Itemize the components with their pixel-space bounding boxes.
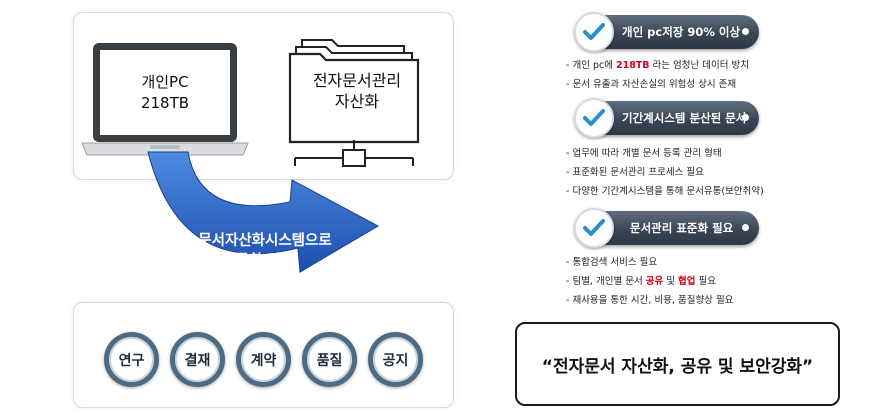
bullet-item: - 표준화된 문서관리 프로세스 필요	[566, 167, 704, 178]
section-2-bullets: - 업무에 따라 개별 문서 등록 관리 형태 - 표준화된 문서관리 프로세스…	[566, 144, 764, 201]
section-3-bullets: - 통합검색 서비스 필요 - 팀별, 개인별 문서 공유 및 협업 필요 - …	[566, 253, 733, 310]
arrow-label: 문서자산화시스템으로 통합 관리	[170, 231, 360, 271]
arrow-line1: 문서자산화시스템으로	[198, 233, 332, 249]
bullet-dot-icon	[742, 28, 749, 35]
section-1-pill: 개인 pc저장 90% 이상	[574, 12, 759, 52]
bullet-item: - 통합검색 서비스 필요	[566, 257, 658, 268]
bullet-item: - 재사용을 통한 시간, 비용, 품질향상 필요	[566, 295, 734, 306]
folder-label: 전자문서관리 자산화	[296, 70, 418, 112]
folder-line1: 전자문서관리	[312, 71, 402, 90]
curved-arrow-icon	[147, 151, 380, 273]
bullet-dot-icon	[742, 224, 749, 231]
folder-stack-icon	[288, 39, 420, 144]
bullet-item: - 업무에 따라 개별 문서 등록 관리 형태	[566, 148, 722, 159]
section-3-pill: 문서관리 표준화 필요	[574, 208, 759, 248]
bullet-dot-icon	[742, 114, 749, 121]
bullet-item: - 개인 pc에 218TB 라는 엄청난 데이터 방치	[566, 60, 750, 71]
arrow-line2: 통합 관리	[235, 253, 295, 269]
laptop-line1: 개인PC	[141, 73, 189, 91]
section-1-bullets: - 개인 pc에 218TB 라는 엄청난 데이터 방치 - 문서 유출과 자산…	[566, 56, 749, 94]
category-contract: 계약	[236, 332, 291, 387]
network-icon	[294, 140, 414, 167]
section-1-title: 개인 pc저장 90% 이상	[622, 25, 741, 39]
category-quality: 품질	[302, 332, 357, 387]
check-icon	[574, 98, 614, 138]
check-icon	[574, 208, 614, 248]
bullet-item: - 팀별, 개인별 문서 공유 및 협업 필요	[566, 276, 716, 287]
category-research: 연구	[104, 332, 159, 387]
folder-line2: 자산화	[334, 92, 380, 111]
category-approval: 결재	[170, 332, 225, 387]
laptop-line2: 218TB	[140, 94, 190, 112]
laptop-label: 개인PC 218TB	[100, 72, 230, 114]
laptop-icon	[81, 43, 249, 156]
bullet-item: - 다양한 기간계시스템을 통해 문서유통(보안취약)	[566, 186, 764, 197]
category-notice: 공지	[368, 332, 423, 387]
bullet-item: - 문서 유출과 자산손실의 위험성 상시 존재	[566, 79, 737, 90]
summary-quote-box: “전자문서 자산화, 공유 및 보안강화”	[515, 322, 840, 406]
check-icon	[574, 12, 614, 52]
section-2-pill: 기간계시스템 분산된 문서	[574, 98, 759, 138]
section-2-title: 기간계시스템 분산된 문서	[622, 111, 747, 125]
category-circles: 연구 결재 계약 품질 공지	[104, 332, 423, 387]
section-3-title: 문서관리 표준화 필요	[630, 221, 734, 235]
